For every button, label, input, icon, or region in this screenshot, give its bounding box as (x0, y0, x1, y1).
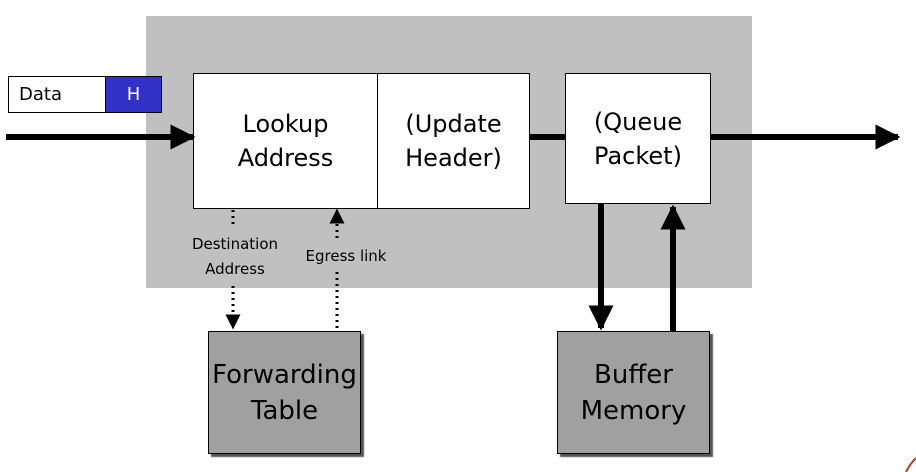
queue-packet-box: (Queue Packet) (565, 73, 711, 204)
update-header-box: (Update Header) (377, 73, 530, 209)
destination-address-label: Destination Address (191, 235, 279, 278)
corner-accent-mark (905, 457, 916, 472)
packet-header-block: H (105, 76, 162, 113)
egress-link-label: Egress link (305, 247, 387, 265)
buffer-memory-box: Buffer Memory (557, 331, 710, 454)
forwarding-table-box: Forwarding Table (208, 331, 361, 454)
lookup-address-box: Lookup Address (193, 73, 378, 209)
packet-data-label: Data (8, 76, 106, 113)
